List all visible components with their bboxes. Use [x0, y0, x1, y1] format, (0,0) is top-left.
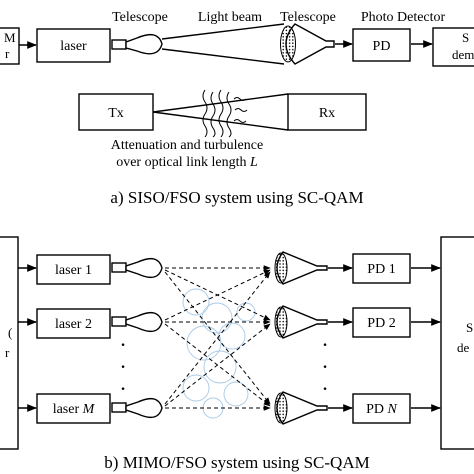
modulator-box-a — [0, 27, 20, 65]
mimo-links — [164, 265, 271, 411]
rx-telescope-n — [274, 391, 328, 425]
modulator-box-b-line1: ( — [8, 325, 12, 340]
modulator-box-a-line2: r — [5, 46, 10, 61]
label-photo-detector: Photo Detector — [361, 10, 446, 25]
connector-m — [111, 402, 127, 413]
label-light-beam: Light beam — [198, 10, 262, 25]
demod-box-b-line1: S — [466, 320, 473, 335]
demod-box-b — [440, 236, 474, 450]
laser-1-label: laser 1 — [55, 263, 92, 278]
fiber-connector-a — [111, 39, 127, 50]
pd-box-a — [352, 28, 411, 62]
connector-1 — [111, 262, 127, 273]
rx-telescope-2 — [274, 305, 328, 339]
pd-label-a: PD — [373, 39, 391, 54]
light-beam — [161, 23, 285, 65]
rx-lens-1 — [274, 252, 288, 284]
rx-telescope-lens-a — [280, 25, 296, 63]
label-telescope-1: Telescope — [112, 10, 168, 25]
tx-telescope-1-icon — [125, 257, 163, 279]
pd-n-box — [352, 393, 411, 424]
demod-box-a-line2: dem — [452, 47, 474, 62]
demod-box-b-line2: de — [457, 340, 470, 355]
demod-box-a-line1: S — [462, 30, 469, 45]
laser-label-a: laser — [60, 39, 87, 54]
rx-lens-n — [274, 392, 288, 424]
tx-label: Tx — [108, 106, 124, 121]
demod-box-a — [432, 27, 474, 67]
ellipsis-detectors: ··· — [321, 332, 328, 401]
laser-m-label: laser M — [53, 402, 96, 417]
ellipsis-lasers: ··· — [119, 332, 126, 401]
label-telescope-2: Telescope — [280, 10, 336, 25]
laser-2-box — [36, 308, 111, 339]
modulator-box-a-line1: M — [4, 30, 16, 45]
attenuation-note-line1: Attenuation and turbulence — [111, 138, 263, 153]
panel-a-siso: Telescope Light beam Telescope Photo Det… — [0, 10, 474, 207]
pd-1-label: PD 1 — [367, 262, 395, 277]
turbulence-lines — [202, 89, 248, 138]
caption-b: b) MIMO/FSO system using SC-QAM — [104, 453, 369, 472]
rx-telescope-1 — [274, 251, 328, 285]
turbulence-bubbles — [182, 288, 256, 419]
laser-2-label: laser 2 — [55, 317, 92, 332]
tx-box — [78, 93, 154, 131]
modulator-box-b — [0, 236, 19, 450]
laser-1-box — [36, 254, 111, 285]
pd-2-box — [352, 307, 411, 338]
pd-n-label: PD N — [366, 402, 397, 417]
tx-telescope-m-icon — [125, 397, 163, 419]
link-beam — [152, 93, 289, 131]
rx-label: Rx — [319, 106, 335, 121]
panel-b-mimo: ( r laser 1 laser 2 ··· laser M — [0, 236, 474, 472]
attenuation-note-line2: over optical link length L — [116, 155, 258, 170]
modulator-box-b-line2: r — [5, 345, 10, 360]
laser-m-box — [36, 393, 111, 424]
connector-2 — [111, 316, 127, 327]
tx-telescope-icon — [125, 33, 163, 55]
pd-2-label: PD 2 — [367, 316, 395, 331]
rx-box — [287, 93, 367, 131]
laser-box-a — [36, 28, 111, 63]
pd-1-box — [352, 253, 411, 284]
rx-lens-2 — [274, 306, 288, 338]
tx-telescope-2-icon — [125, 311, 163, 333]
caption-a: a) SISO/FSO system using SC-QAM — [110, 188, 363, 207]
